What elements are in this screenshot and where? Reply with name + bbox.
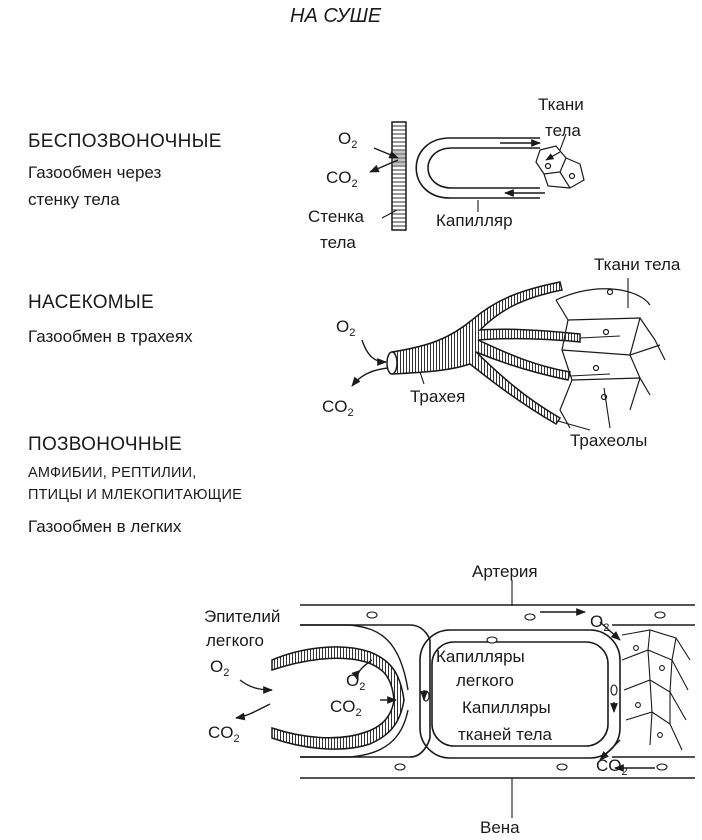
tissue-co2-label: CO2 <box>596 756 628 778</box>
tracheoles-label: Трахеолы <box>570 431 647 450</box>
epithelium-label-1: Эпителий <box>204 607 280 626</box>
vessel-walls <box>300 604 695 779</box>
gas-flow-arrows <box>235 608 655 772</box>
insects-heading: НАСЕКОМЫЕ <box>28 292 155 313</box>
lung-o2-label: O2 <box>210 657 229 679</box>
vertebrates-desc: Газообмен в легких <box>28 517 182 536</box>
tissue-o2-label: O2 <box>590 612 609 634</box>
alveolus-o2-label: O2 <box>346 671 365 693</box>
vertebrates-heading: ПОЗВОНОЧНЫЕ <box>28 434 182 455</box>
tissue-capillaries-label-2: тканей тела <box>458 725 553 744</box>
alveolus-co2-label: CO2 <box>330 697 362 719</box>
lung-vessel-top <box>300 624 409 691</box>
trachea-label: Трахея <box>410 387 465 406</box>
capillary-label: Капилляр <box>436 211 513 230</box>
trachea-pointer <box>419 371 425 385</box>
vertebrates-classes-line1: АМФИБИИ, РЕПТИЛИИ, <box>28 465 197 481</box>
vein-label: Вена <box>480 818 520 837</box>
insects-desc: Газообмен в трахеях <box>28 327 193 346</box>
vertebrate-tissue-cells <box>621 629 691 751</box>
capillary-inner <box>427 147 540 189</box>
insect-o2-arrow <box>361 339 387 366</box>
lung-co2-label: CO2 <box>208 723 240 745</box>
lung-vessel-bottom <box>300 709 409 758</box>
insect-o2-label: O2 <box>336 317 355 339</box>
body-wall-label-2: тела <box>320 233 356 252</box>
invertebrates-desc-line1: Газообмен через <box>28 163 162 182</box>
trachea-branches <box>391 281 581 426</box>
lung-capillaries-label-2: легкого <box>456 671 514 690</box>
lung-capillaries-label-1: Капилляры <box>436 647 525 666</box>
tissue-capillaries-label-1: Капилляры <box>462 698 551 717</box>
lung-epithelium <box>271 646 405 750</box>
invertebrate-tissue-cells <box>535 145 585 189</box>
insect-co2-label: CO2 <box>322 397 354 419</box>
invertebrate-tissues-label-2: тела <box>545 121 581 140</box>
spiracle <box>386 351 398 375</box>
invertebrates-desc-line2: стенку тела <box>28 190 120 209</box>
epithelium-label-2: легкого <box>206 631 264 650</box>
invertebrates-heading: БЕСПОЗВОНОЧНЫЕ <box>28 131 222 152</box>
vertebrates-classes-line2: ПТИЦЫ И МЛЕКОПИТАЮЩИЕ <box>28 487 242 503</box>
body-wall <box>391 121 407 231</box>
o2-arrow-in <box>373 147 399 159</box>
wall-pointer <box>381 209 398 219</box>
capillary-loop-outer <box>419 629 621 759</box>
co2-arrow-out <box>369 159 399 173</box>
diagram-title: НА СУШЕ <box>290 5 382 27</box>
capillary-loop-inner <box>431 641 609 747</box>
insect-co2-arrow <box>351 367 389 387</box>
tracheoles <box>557 335 621 431</box>
capillary-outer <box>415 137 540 199</box>
artery-label: Артерия <box>472 562 538 581</box>
invertebrate-co2-label: CO2 <box>326 168 358 190</box>
tissue-arrow <box>545 151 561 161</box>
invertebrate-tissues-label-1: Ткани <box>538 95 584 114</box>
invertebrate-o2-label: O2 <box>338 129 357 151</box>
insect-tissue-cells <box>555 288 666 429</box>
tracheoles-pointer <box>603 387 611 429</box>
tissue-pointer <box>559 133 567 151</box>
body-wall-label-1: Стенка <box>308 207 365 226</box>
insect-tissues-label: Ткани тела <box>594 255 681 274</box>
